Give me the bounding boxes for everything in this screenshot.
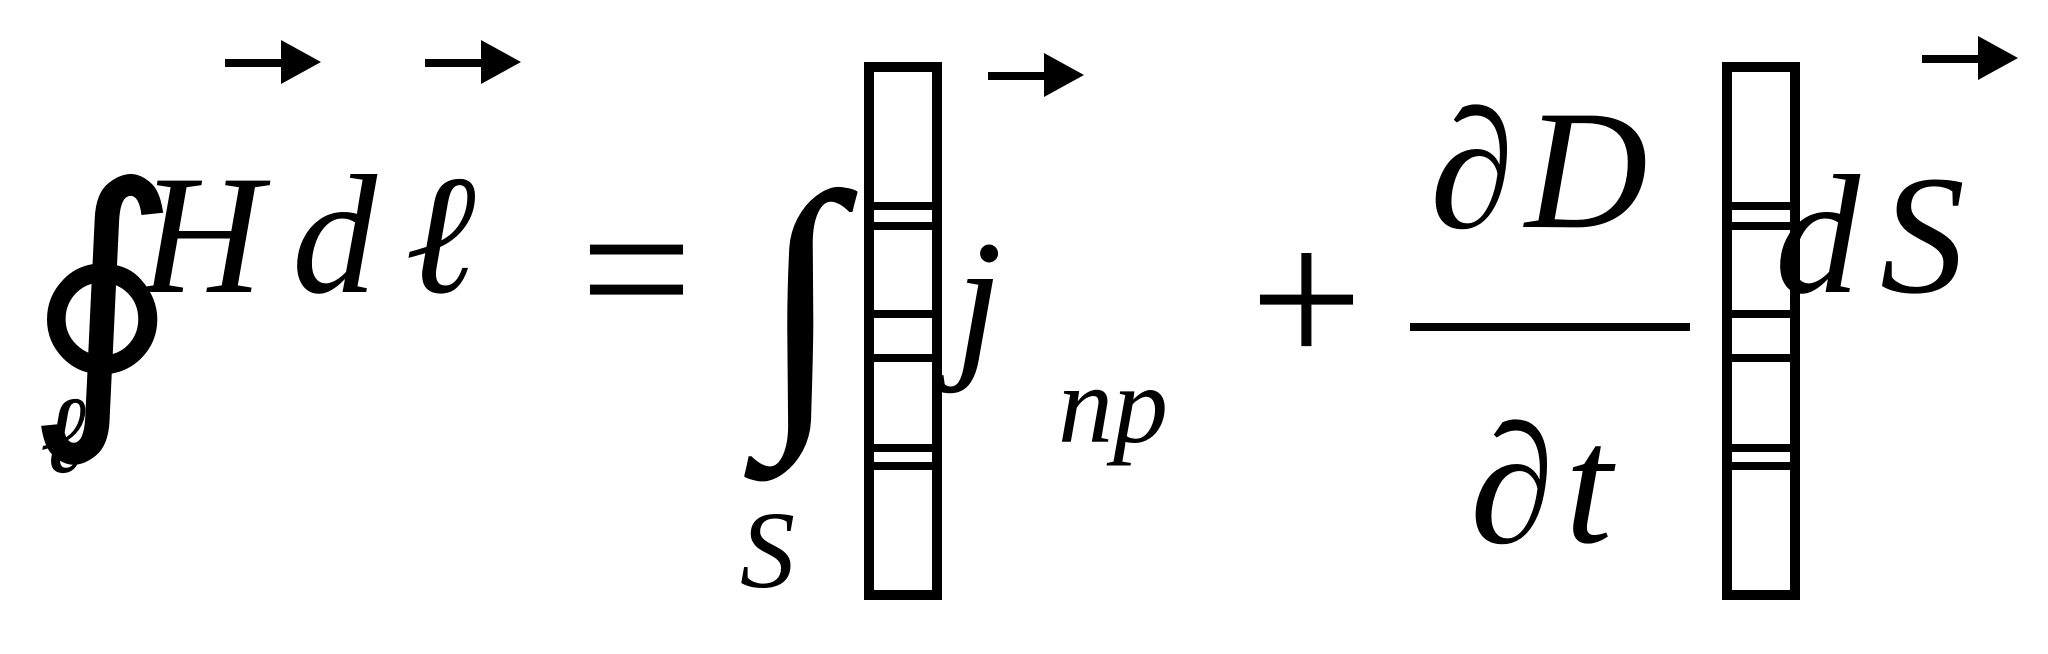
contour-integral-lower-limit: ℓ	[40, 374, 86, 496]
contour-integral-sign: ∮	[24, 134, 181, 466]
path-element-l: ℓ	[405, 141, 476, 329]
surface-element-s: S	[1880, 141, 1965, 329]
current-subscript-np: np	[1058, 344, 1168, 466]
denominator-partial: ∂	[1470, 391, 1555, 579]
equals-sign: =	[580, 159, 693, 380]
field-h: H	[140, 141, 263, 329]
plus-sign: +	[1250, 189, 1363, 410]
right-bracket	[1722, 62, 1800, 600]
left-bracket	[864, 62, 942, 600]
fraction-bar	[1410, 323, 1690, 331]
numerator-partial: ∂	[1430, 76, 1515, 264]
denominator-var-t: t	[1565, 391, 1613, 579]
differential-d-rhs: d	[1775, 141, 1860, 329]
surface-integral-sign: ∫	[760, 134, 843, 466]
surface-integral-lower-limit: S	[740, 489, 795, 611]
differential-d-lhs: d	[292, 141, 377, 329]
numerator-field-d: D	[1525, 76, 1648, 264]
current-density-j: j	[955, 206, 1003, 394]
